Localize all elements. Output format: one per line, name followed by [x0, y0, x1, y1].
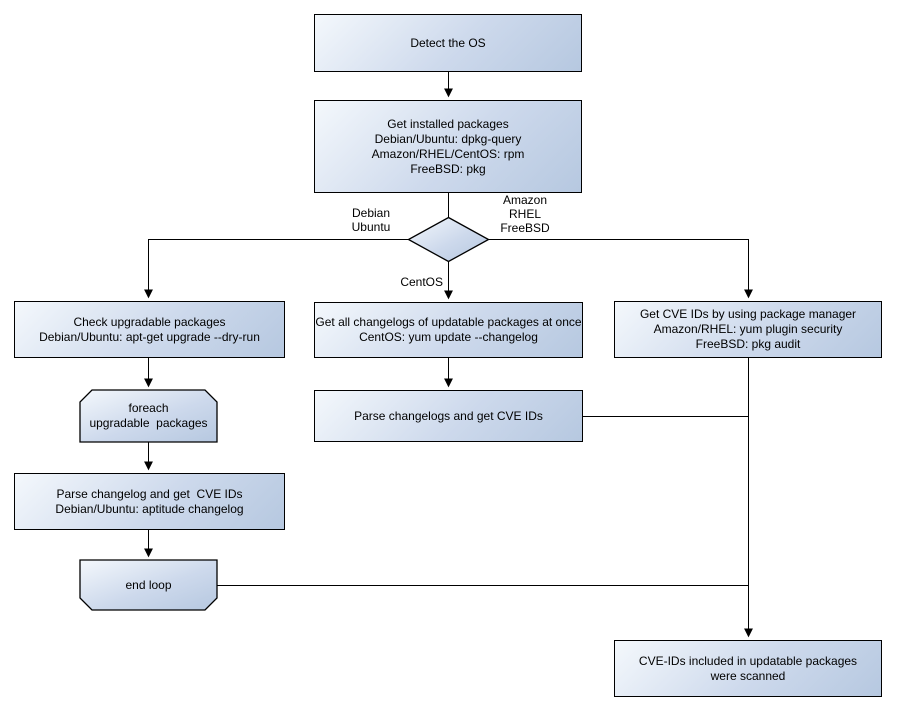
node-parse-changelogs-mid: Parse changelogs and get CVE IDs: [314, 390, 583, 442]
node-detect-os: Detect the OS: [314, 14, 582, 72]
foreach-loop-label-wrap: foreach upgradable packages: [80, 390, 217, 442]
node-check-upgradable-packages-label: Check upgradable packages Debian/Ubuntu:…: [39, 314, 260, 344]
foreach-loop-shape: [79, 389, 218, 443]
node-get-cve-ids-label: Get CVE IDs by using package manager Ama…: [639, 307, 857, 351]
node-parse-changelog-left-label: Parse changelog and get CVE IDs Debian/U…: [55, 486, 244, 516]
node-cve-ids-scanned-label: CVE-IDs included in updatable packages w…: [638, 653, 858, 683]
edge-label-centos: CentOS: [400, 275, 443, 289]
connector-decision-to-get-cve: [488, 239, 753, 299]
node-get-cve-ids: Get CVE IDs by using package manager Ama…: [614, 301, 882, 358]
edge-label-debian-ubuntu: Debian Ubuntu: [351, 206, 391, 234]
node-parse-changelogs-mid-label: Parse changelogs and get CVE IDs: [354, 408, 543, 423]
os-decision-diamond: [407, 216, 490, 263]
end-loop-shape: [79, 559, 218, 611]
node-parse-changelog-left: Parse changelog and get CVE IDs Debian/U…: [14, 473, 285, 530]
node-get-installed-packages: Get installed packages Debian/Ubuntu: dp…: [314, 100, 582, 193]
node-get-all-changelogs: Get all changelogs of updatable packages…: [314, 302, 583, 358]
node-detect-os-label: Detect the OS: [410, 35, 486, 50]
foreach-loop-label: foreach upgradable packages: [89, 401, 208, 430]
node-get-all-changelogs-label: Get all changelogs of updatable packages…: [315, 315, 582, 344]
end-loop-label: end loop: [125, 577, 172, 592]
node-cve-ids-scanned: CVE-IDs included in updatable packages w…: [614, 640, 882, 697]
node-get-installed-packages-label: Get installed packages Debian/Ubuntu: dp…: [371, 116, 525, 176]
edge-label-amazon-rhel-freebsd: Amazon RHEL FreeBSD: [500, 193, 550, 235]
connector-decision-to-check-upgradable: [144, 239, 409, 299]
node-check-upgradable-packages: Check upgradable packages Debian/Ubuntu:…: [14, 301, 285, 358]
end-loop-label-wrap: end loop: [80, 560, 217, 610]
